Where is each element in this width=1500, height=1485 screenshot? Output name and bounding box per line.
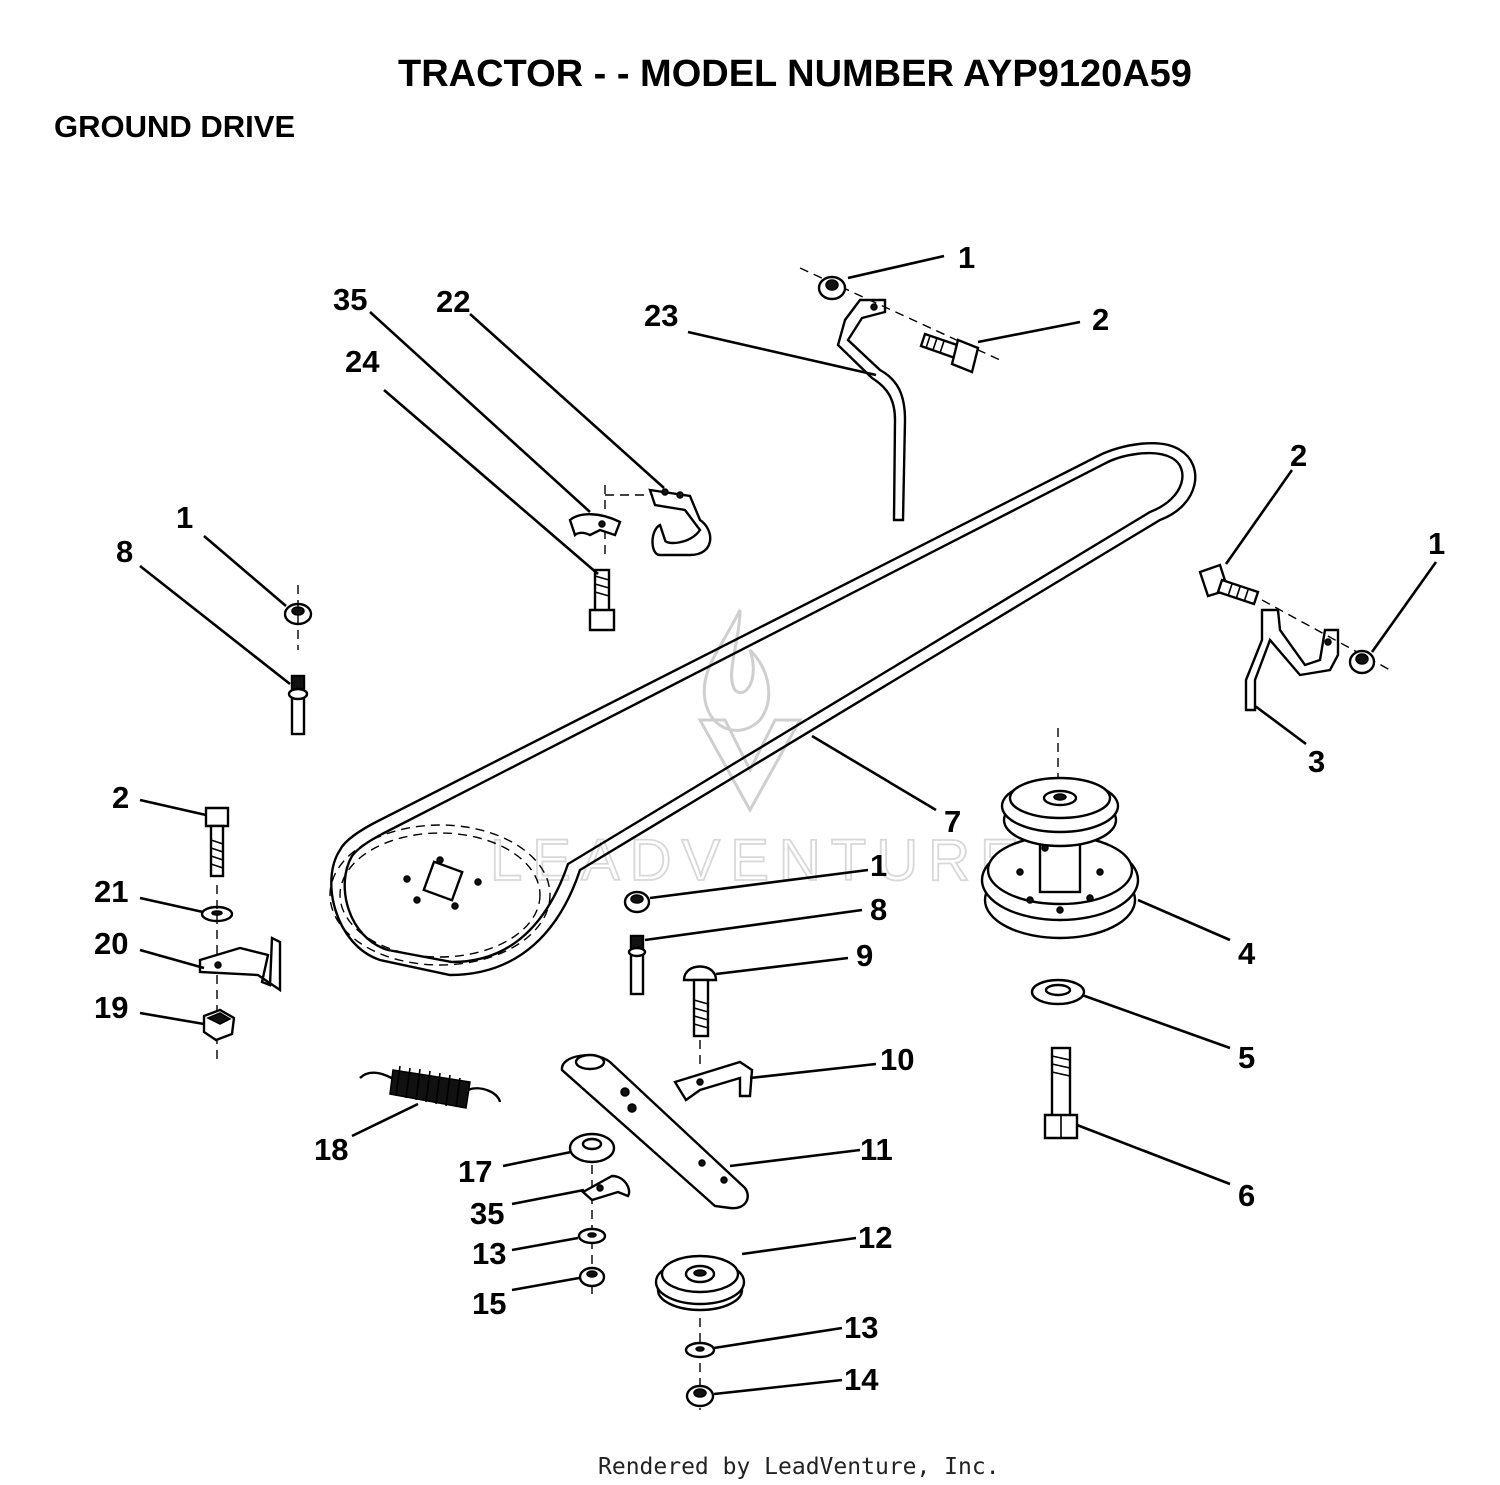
extension-spring — [359, 1065, 502, 1109]
callout-2-top: 2 — [1092, 302, 1109, 337]
belt-keeper-22 — [604, 485, 712, 560]
hex-bolt-top — [919, 332, 980, 374]
hex-bolt-left — [204, 806, 230, 878]
callout-24: 24 — [345, 344, 380, 379]
hex-screw-24 — [588, 568, 616, 632]
callout-19: 19 — [94, 990, 128, 1025]
callout-21: 21 — [94, 874, 128, 909]
hex-nut-left — [283, 585, 313, 650]
watermark-text: LEADVENTURE — [490, 828, 1029, 893]
shoulder-bolt — [1043, 1046, 1079, 1140]
hex-nut-14 — [685, 1384, 715, 1408]
callout-2-left: 2 — [112, 780, 129, 815]
callout-22: 22 — [436, 284, 470, 319]
callout-10: 10 — [880, 1042, 914, 1077]
callout-4: 4 — [1238, 936, 1256, 971]
callout-5: 5 — [1238, 1040, 1255, 1075]
callout-9: 9 — [856, 938, 873, 973]
mounting-bracket-20 — [198, 936, 282, 993]
drive-belt — [329, 442, 1197, 977]
callout-8-left: 8 — [116, 534, 133, 569]
callout-14: 14 — [844, 1362, 879, 1397]
callout-8-middle: 8 — [870, 892, 887, 927]
shoulder-stud-middle — [627, 934, 647, 996]
shoulder-stud-left — [287, 674, 309, 736]
callout-17: 17 — [458, 1154, 492, 1189]
callout-2-right: 2 — [1290, 438, 1307, 473]
callout-11: 11 — [860, 1132, 893, 1167]
hex-nut-top — [817, 275, 847, 301]
lock-nut-19 — [202, 1008, 236, 1042]
callout-15: 15 — [472, 1286, 506, 1321]
spring-washer — [1030, 978, 1086, 1006]
flat-washer-13-upper — [577, 1227, 607, 1245]
callout-23: 23 — [644, 298, 678, 333]
callout-6: 6 — [1238, 1178, 1255, 1213]
callout-35-bottom: 35 — [470, 1196, 504, 1231]
carriage-bolt — [682, 965, 718, 1070]
callout-1-right: 1 — [1428, 526, 1445, 561]
double-pulley — [980, 728, 1140, 940]
watermark-logo: LEADVENTURE — [489, 609, 1029, 894]
callout-1-left: 1 — [176, 500, 193, 535]
hex-nut-15 — [578, 1266, 606, 1288]
section-title: GROUND DRIVE — [54, 109, 295, 144]
render-credit: Rendered by LeadVenture, Inc. — [598, 1454, 1000, 1480]
callout-1-middle: 1 — [870, 848, 887, 883]
hex-bolt-right — [1198, 563, 1260, 606]
hex-nut-right — [1348, 649, 1376, 675]
idler-pulley — [654, 1254, 746, 1410]
belt-clip-bottom — [580, 1174, 631, 1202]
callout-35-top: 35 — [333, 282, 367, 317]
transmission-pulley — [403, 856, 482, 910]
callout-13-lower: 13 — [844, 1310, 878, 1345]
flat-washer-21 — [200, 885, 234, 1060]
callout-3: 3 — [1308, 744, 1325, 779]
flat-washer-13-lower — [684, 1341, 716, 1359]
belt-clip-top — [568, 513, 622, 538]
idler-arm — [560, 1053, 749, 1210]
callout-13-upper: 13 — [472, 1236, 506, 1271]
belt-guide-bracket-upper — [799, 267, 1001, 522]
hex-nut-middle — [623, 890, 651, 914]
callout-20: 20 — [94, 926, 128, 961]
callout-1-top: 1 — [958, 240, 975, 275]
callout-12: 12 — [858, 1220, 892, 1255]
callout-labels: 1 2 23 35 22 24 2 1 1 8 3 7 2 21 20 19 1… — [94, 240, 1445, 1397]
leader-lines — [139, 254, 1438, 1396]
idler-bracket-10 — [673, 1060, 754, 1102]
callout-18: 18 — [314, 1132, 348, 1167]
callout-7: 7 — [944, 804, 961, 839]
page-title: TRACTOR - - MODEL NUMBER AYP9120A59 — [398, 53, 1192, 95]
